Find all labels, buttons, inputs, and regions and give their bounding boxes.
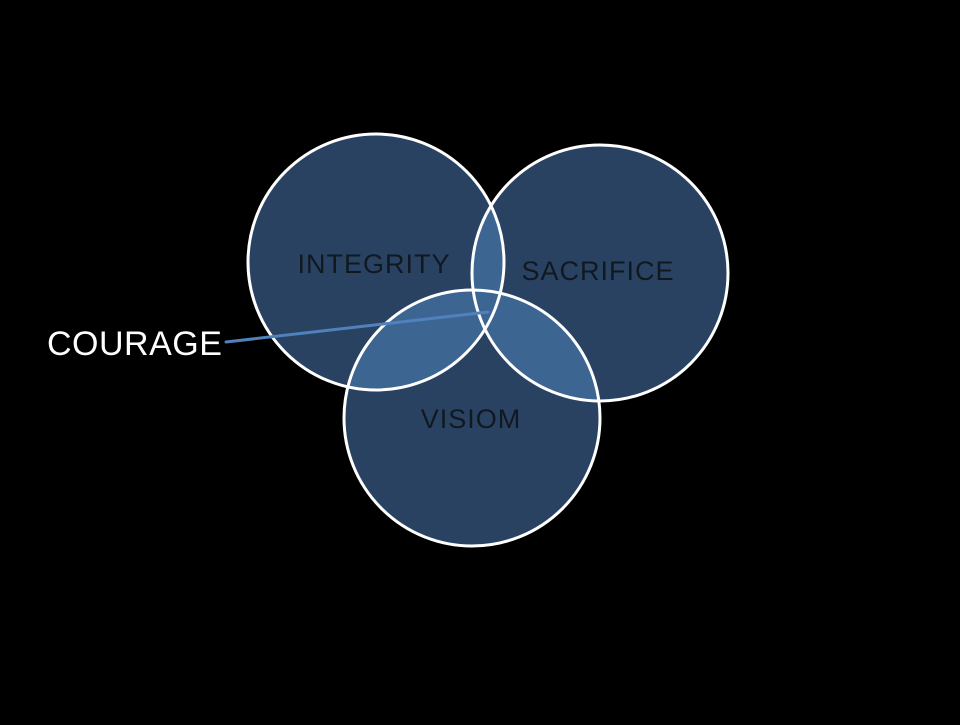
circle-vision-outline: [342, 288, 602, 548]
label-vision: VISIOM: [421, 404, 522, 434]
label-courage: COURAGE: [47, 325, 222, 363]
label-sacrifice: SACRIFICE: [521, 256, 674, 286]
label-integrity: INTEGRITY: [297, 249, 450, 279]
circle-integrity-outline: [246, 132, 506, 392]
overlap-integrity-vision: [344, 290, 504, 390]
overlap-sacrifice-vision: [472, 290, 600, 401]
courage-pointer-line: [224, 310, 490, 344]
